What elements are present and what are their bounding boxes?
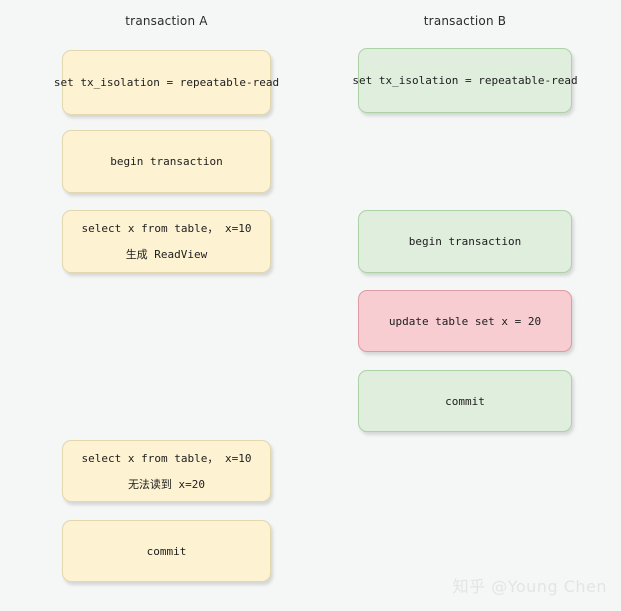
node-label: begin transaction	[408, 235, 522, 248]
node-a-select-again: select x from table， x=10 无法读到 x=20	[62, 440, 271, 502]
node-a-commit: commit	[62, 520, 271, 582]
column-header-transaction-a: transaction A	[125, 14, 208, 28]
node-label: 生成 ReadView	[125, 248, 208, 261]
node-label: set tx_isolation = repeatable-read	[352, 74, 578, 87]
column-header-transaction-b: transaction B	[423, 14, 507, 28]
node-label: set tx_isolation = repeatable-read	[53, 76, 280, 89]
node-b-begin: begin transaction	[358, 210, 572, 273]
node-label: select x from table， x=10	[81, 451, 252, 465]
watermark: 知乎 @Young Chen	[452, 577, 607, 596]
node-label: commit	[445, 394, 485, 408]
node-a-select-readview: select x from table， x=10 生成 ReadView	[62, 210, 271, 273]
node-label: commit	[146, 544, 187, 558]
node-label: update table set x = 20	[388, 314, 542, 328]
node-b-commit: commit	[358, 370, 572, 432]
node-b-set-isolation: set tx_isolation = repeatable-read	[352, 48, 578, 113]
node-label: begin transaction	[110, 155, 223, 168]
node-a-set-isolation: set tx_isolation = repeatable-read	[54, 50, 279, 115]
node-label: select x from table， x=10	[81, 222, 252, 235]
node-a-begin: begin transaction	[62, 130, 271, 193]
node-label: 无法读到 x=20	[127, 477, 206, 491]
node-b-update: update table set x = 20	[358, 290, 572, 352]
